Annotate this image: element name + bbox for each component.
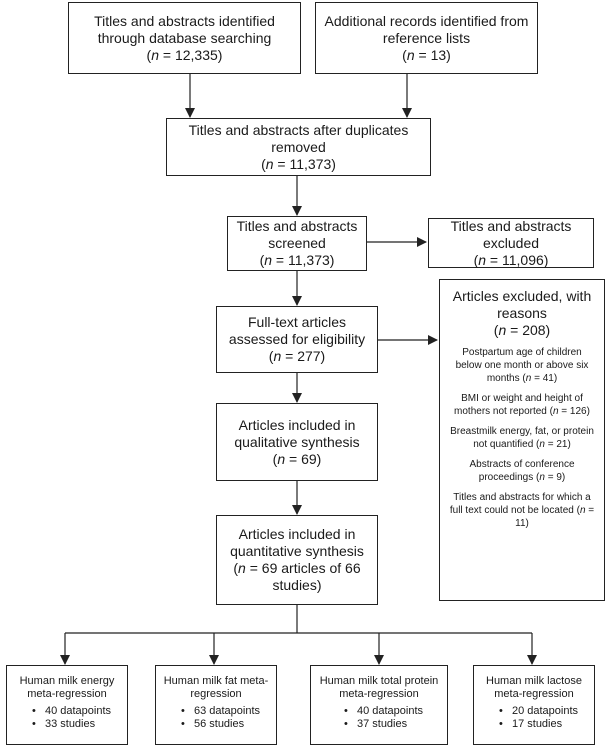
- box-screened: Titles and abstracts screened (n = 11,37…: [227, 216, 367, 271]
- box-result-lactose: Human milk lactose meta-regression •20 d…: [473, 665, 595, 745]
- box-qualitative-synthesis: Articles included in qualitative synthes…: [216, 403, 378, 481]
- exclusion-reason: Abstracts of conference proceedings (n =…: [469, 459, 575, 483]
- list-item: •20 datapoints: [490, 705, 578, 718]
- box-text: Titles and abstracts identified through …: [94, 12, 275, 46]
- bullet-icon: •: [32, 718, 36, 730]
- exclusion-reason: Titles and abstracts for which a full te…: [449, 492, 595, 529]
- box-text: Titles and abstracts after duplicates re…: [188, 121, 409, 155]
- box-fulltext-assessed: Full-text articles assessed for eligibil…: [216, 306, 378, 373]
- result-list: •40 datapoints •37 studies: [335, 705, 423, 731]
- box-count: (n = 208): [493, 322, 551, 338]
- box-count: (n = 11,373): [259, 252, 335, 268]
- box-text: Articles included in qualitative synthes…: [234, 416, 360, 450]
- list-item: •37 studies: [335, 718, 423, 731]
- result-title: Human milk energy meta-regression: [19, 675, 115, 700]
- box-count: (n = 12,335): [146, 46, 223, 63]
- list-item: •40 datapoints: [23, 705, 111, 718]
- result-title: Human milk fat meta-regression: [163, 675, 269, 700]
- box-identified-reference-lists: Additional records identified from refer…: [315, 2, 538, 74]
- bullet-icon: •: [344, 718, 348, 730]
- box-identified-database: Titles and abstracts identified through …: [68, 2, 301, 74]
- box-count: (n = 69): [272, 450, 322, 467]
- bullet-icon: •: [32, 705, 36, 717]
- box-text: Articles excluded, with reasons: [452, 288, 592, 321]
- box-text: Articles included in quantitative synthe…: [230, 526, 364, 559]
- bullet-icon: •: [181, 718, 185, 730]
- box-result-fat: Human milk fat meta-regression •63 datap…: [155, 665, 277, 745]
- box-count: (n = 13): [402, 46, 451, 63]
- list-item: •17 studies: [490, 718, 578, 731]
- box-result-energy: Human milk energy meta-regression •40 da…: [6, 665, 128, 745]
- box-count: (n = 277): [268, 348, 326, 364]
- box-count: (n = 11,096): [473, 251, 549, 268]
- result-list: •63 datapoints •56 studies: [172, 705, 260, 731]
- list-item: •40 datapoints: [335, 705, 423, 718]
- result-title: Human milk total protein meta-regression: [319, 675, 439, 700]
- box-after-duplicates: Titles and abstracts after duplicates re…: [166, 118, 431, 176]
- result-title: Human milk lactose meta-regression: [486, 675, 582, 700]
- exclusion-reason: Breastmilk energy, fat, or protein not q…: [450, 426, 594, 450]
- box-count: (n = 11,373): [261, 155, 336, 172]
- list-item: •63 datapoints: [172, 705, 260, 718]
- result-list: •20 datapoints •17 studies: [490, 705, 578, 731]
- box-count: (n = 69 articles of 66 studies): [233, 560, 361, 593]
- bullet-icon: •: [499, 718, 503, 730]
- exclusion-reason: BMI or weight and height of mothers not …: [454, 393, 590, 417]
- bullet-icon: •: [499, 705, 503, 717]
- box-text: Additional records identified from refer…: [324, 12, 529, 46]
- box-quantitative-synthesis: Articles included in quantitative synthe…: [216, 515, 378, 605]
- box-text: Full-text articles assessed for eligibil…: [228, 314, 366, 347]
- exclusion-reason: Postpartum age of children below one mon…: [455, 347, 589, 384]
- box-excluded-screening: Titles and abstracts excluded (n = 11,09…: [428, 218, 594, 268]
- result-list: •40 datapoints •33 studies: [23, 705, 111, 731]
- box-text: Titles and abstracts screened: [236, 218, 358, 251]
- list-item: •56 studies: [172, 718, 260, 731]
- box-result-protein: Human milk total protein meta-regression…: [310, 665, 448, 745]
- box-text: Titles and abstracts excluded: [450, 217, 572, 251]
- bullet-icon: •: [344, 705, 348, 717]
- bullet-icon: •: [181, 705, 185, 717]
- list-item: •33 studies: [23, 718, 111, 731]
- box-excluded-with-reasons: Articles excluded, with reasons (n = 208…: [439, 279, 605, 601]
